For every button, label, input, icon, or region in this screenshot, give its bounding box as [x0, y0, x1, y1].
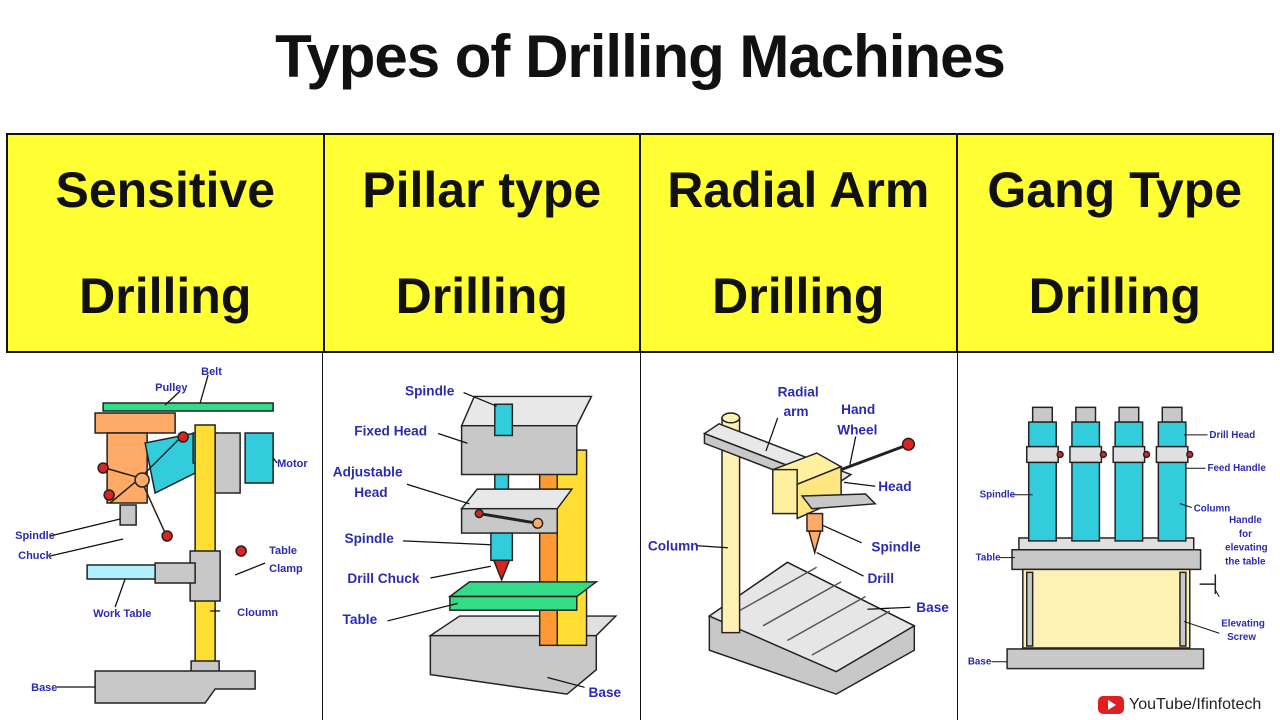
drill-chuck-label: Drill Chuck — [348, 571, 420, 586]
column-label: Column — [647, 539, 698, 554]
header-line: Drilling — [79, 268, 252, 324]
header-line: Pillar type — [362, 162, 602, 218]
feed-handle-label: Feed Handle — [1207, 463, 1266, 474]
base-label: Base — [31, 682, 57, 694]
channel-label: YouTube/Ifinfotech — [1129, 696, 1262, 713]
spindle-label: Spindle — [15, 530, 55, 542]
table-clamp-label: Clamp — [269, 563, 303, 575]
header-cell-sensitive: Sensitive Drilling — [8, 135, 325, 351]
spindle-label: Spindle — [871, 540, 921, 555]
pulley-label: Pulley — [155, 382, 188, 394]
column-label: Cloumn — [237, 607, 278, 619]
hand-wheel-label: Wheel — [837, 422, 877, 437]
base-label: Base — [916, 600, 949, 615]
base-label: Base — [968, 657, 992, 668]
header-cell-radial: Radial Arm Drilling — [641, 135, 958, 351]
head-label: Head — [878, 479, 911, 494]
diagram-row: Belt Pulley Motor Spindle Chuck Table Cl… — [6, 353, 1274, 720]
base-label: Base — [589, 685, 622, 700]
youtube-icon — [1098, 696, 1124, 714]
radial-drilling-diagram: Radial arm Hand Wheel Head Column Spindl… — [641, 353, 958, 720]
adjustable-head-label: Adjustable — [333, 464, 403, 479]
drill-head-label: Drill Head — [1209, 430, 1255, 441]
radial-arm-label: arm — [783, 404, 808, 419]
work-table-label: Work Table — [93, 608, 151, 620]
handle-label: the table — [1225, 556, 1266, 567]
spindle-unit — [1068, 406, 1107, 542]
header-line: Sensitive — [55, 162, 276, 218]
gang-drilling-diagram: Drill Head Feed Handle Spindle Column Ta… — [958, 353, 1274, 720]
header-cell-pillar: Pillar type Drilling — [325, 135, 641, 351]
page-title: Types of Drilling Machines — [275, 23, 1006, 90]
pillar-drill-illustration: Spindle Fixed Head Adjustable Head Spind… — [333, 383, 622, 700]
gang-drill-illustration: Drill Head Feed Handle Spindle Column Ta… — [968, 406, 1268, 670]
header-cell-gang: Gang Type Drilling — [958, 135, 1273, 351]
spindle-unit — [1112, 406, 1151, 542]
belt-label: Belt — [201, 366, 222, 378]
sensitive-drilling-diagram: Belt Pulley Motor Spindle Chuck Table Cl… — [6, 353, 324, 720]
header-line: Drilling — [395, 268, 568, 324]
hand-wheel-label: Hand — [841, 402, 875, 417]
elevating-screw-label: Screw — [1227, 632, 1256, 643]
spindle-unit — [1025, 406, 1064, 542]
header-line: Gang Type — [987, 162, 1243, 218]
drill-label: Drill — [867, 571, 894, 586]
spindle-top-label: Spindle — [405, 383, 455, 398]
header-line: Drilling — [1028, 268, 1201, 324]
elevating-screw-label: Elevating — [1221, 618, 1265, 629]
youtube-credit: YouTube/Ifinfotech — [1098, 696, 1261, 714]
handle-label: elevating — [1225, 543, 1268, 554]
chuck-label: Chuck — [18, 550, 53, 562]
header-row: Sensitive Drilling Pillar type Drilling … — [6, 133, 1274, 353]
fixed-head-label: Fixed Head — [354, 423, 427, 438]
adjustable-head-label: Head — [354, 485, 387, 500]
header-line: Radial Arm — [667, 162, 930, 218]
radial-arm-label: Radial — [777, 384, 818, 399]
table-label: Table — [975, 553, 1000, 564]
pillar-drilling-diagram: Spindle Fixed Head Adjustable Head Spind… — [323, 353, 641, 720]
table-clamp-label: Table — [269, 545, 297, 557]
header-line: Drilling — [712, 268, 885, 324]
spindle-label: Spindle — [979, 490, 1015, 501]
handle-label: Handle — [1229, 515, 1262, 526]
spindle-label: Spindle — [345, 531, 395, 546]
column-label: Column — [1193, 503, 1230, 514]
sensitive-drill-illustration: Belt Pulley Motor Spindle Chuck Table Cl… — [15, 366, 308, 704]
radial-drill-illustration: Radial arm Hand Wheel Head Column Spindl… — [647, 384, 949, 695]
spindle-unit — [1155, 406, 1194, 542]
table-label: Table — [343, 612, 378, 627]
motor-label: Motor — [277, 458, 308, 470]
handle-label: for — [1239, 529, 1252, 540]
